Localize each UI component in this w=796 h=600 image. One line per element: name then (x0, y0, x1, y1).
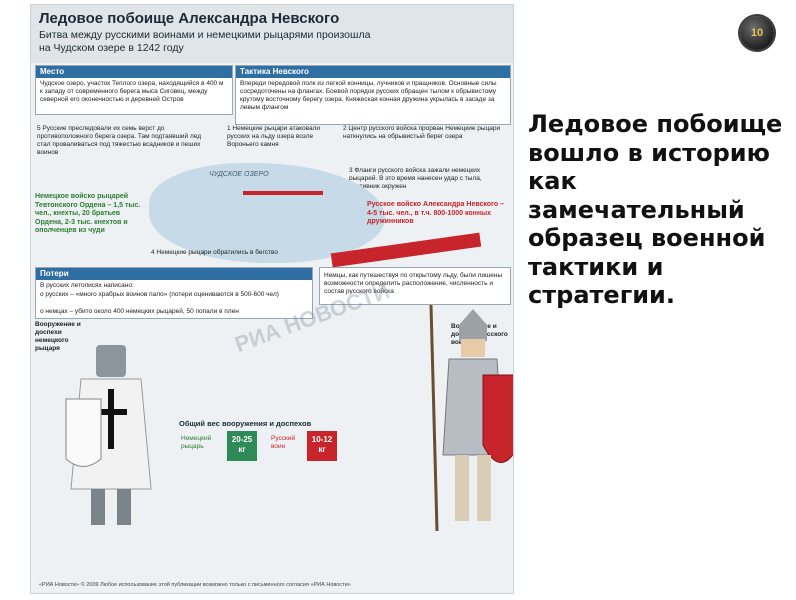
losses-intro: В русских летописях написано: (40, 282, 134, 289)
weight-russian-value: 10-12 кг (307, 431, 337, 461)
weight-russian-label: Русский воин (271, 435, 296, 450)
weight-title: Общий вес вооружения и доспехов (179, 419, 312, 428)
lake-map (149, 163, 385, 263)
infographic-header: Ледовое побоище Александра Невского Битв… (31, 5, 513, 63)
step-5: 5 Русские преследовали их семь верст до … (37, 125, 202, 156)
infographic-title: Ледовое побоище Александра Невского (39, 10, 340, 27)
place-heading: Место (36, 66, 232, 78)
step-3: 3 Фланги русского войска зажали немецких… (349, 167, 482, 190)
footer-note: «РИА Новости» © 2009 Любое использование… (39, 582, 351, 588)
place-box: Место Чудское озеро, участок Теплого озе… (35, 65, 233, 115)
slide-main-text: Ледовое побоище вошло в историю как заме… (528, 110, 783, 309)
russian-warrior-figure (429, 305, 513, 532)
losses-germans: о немцах – убито около 400 немецких рыца… (40, 308, 239, 315)
step-1: 1 Немецкие рыцари атаковали русских на л… (227, 125, 321, 148)
tactics-heading: Тактика Невского (236, 66, 510, 78)
weight-german-value: 20-25 кг (227, 431, 257, 461)
step-2: 2 Центр русского войска прорван Немецкие… (343, 125, 501, 140)
tactics-box: Тактика Невского Впереди передовой полк … (235, 65, 511, 125)
step-4: 4 Немецкие рыцари обратились в бегство (151, 249, 278, 256)
note-box: Немцы, как путешествуя по открытому льду… (319, 267, 511, 305)
losses-russians: о русских – «много храбрых воинов пало» … (40, 291, 279, 298)
tactics-text: Впереди передовой полк из легкой конницы… (240, 80, 497, 111)
russian-forces-text: Русское войско Александра Невского – 4-5… (367, 201, 504, 225)
losses-heading: Потери (36, 268, 312, 280)
weight-german-label: Немецкий рыцарь (181, 435, 212, 450)
lake-label: ЧУДСКОЕ ОЗЕРО (209, 171, 269, 178)
page-number-badge: 10 (740, 16, 774, 50)
infographic-panel: Ледовое побоище Александра Невского Битв… (30, 4, 514, 594)
german-knight-figure (65, 345, 152, 525)
place-text: Чудское озеро, участок Теплого озера, на… (40, 80, 224, 103)
losses-box: Потери В русских летописях написано: о р… (35, 267, 313, 319)
german-attack-arrow (243, 191, 323, 195)
infographic-subtitle: Битва между русскими воинами и немецкими… (39, 29, 371, 54)
knight-label: Вооружение и доспехи немецкого рыцаря (35, 321, 81, 352)
page-number: 10 (750, 27, 764, 39)
german-forces-text: Немецкое войско рыцарей Тевтонского Орде… (35, 193, 141, 234)
note-text: Немцы, как путешествуя по открытому льду… (324, 272, 503, 295)
